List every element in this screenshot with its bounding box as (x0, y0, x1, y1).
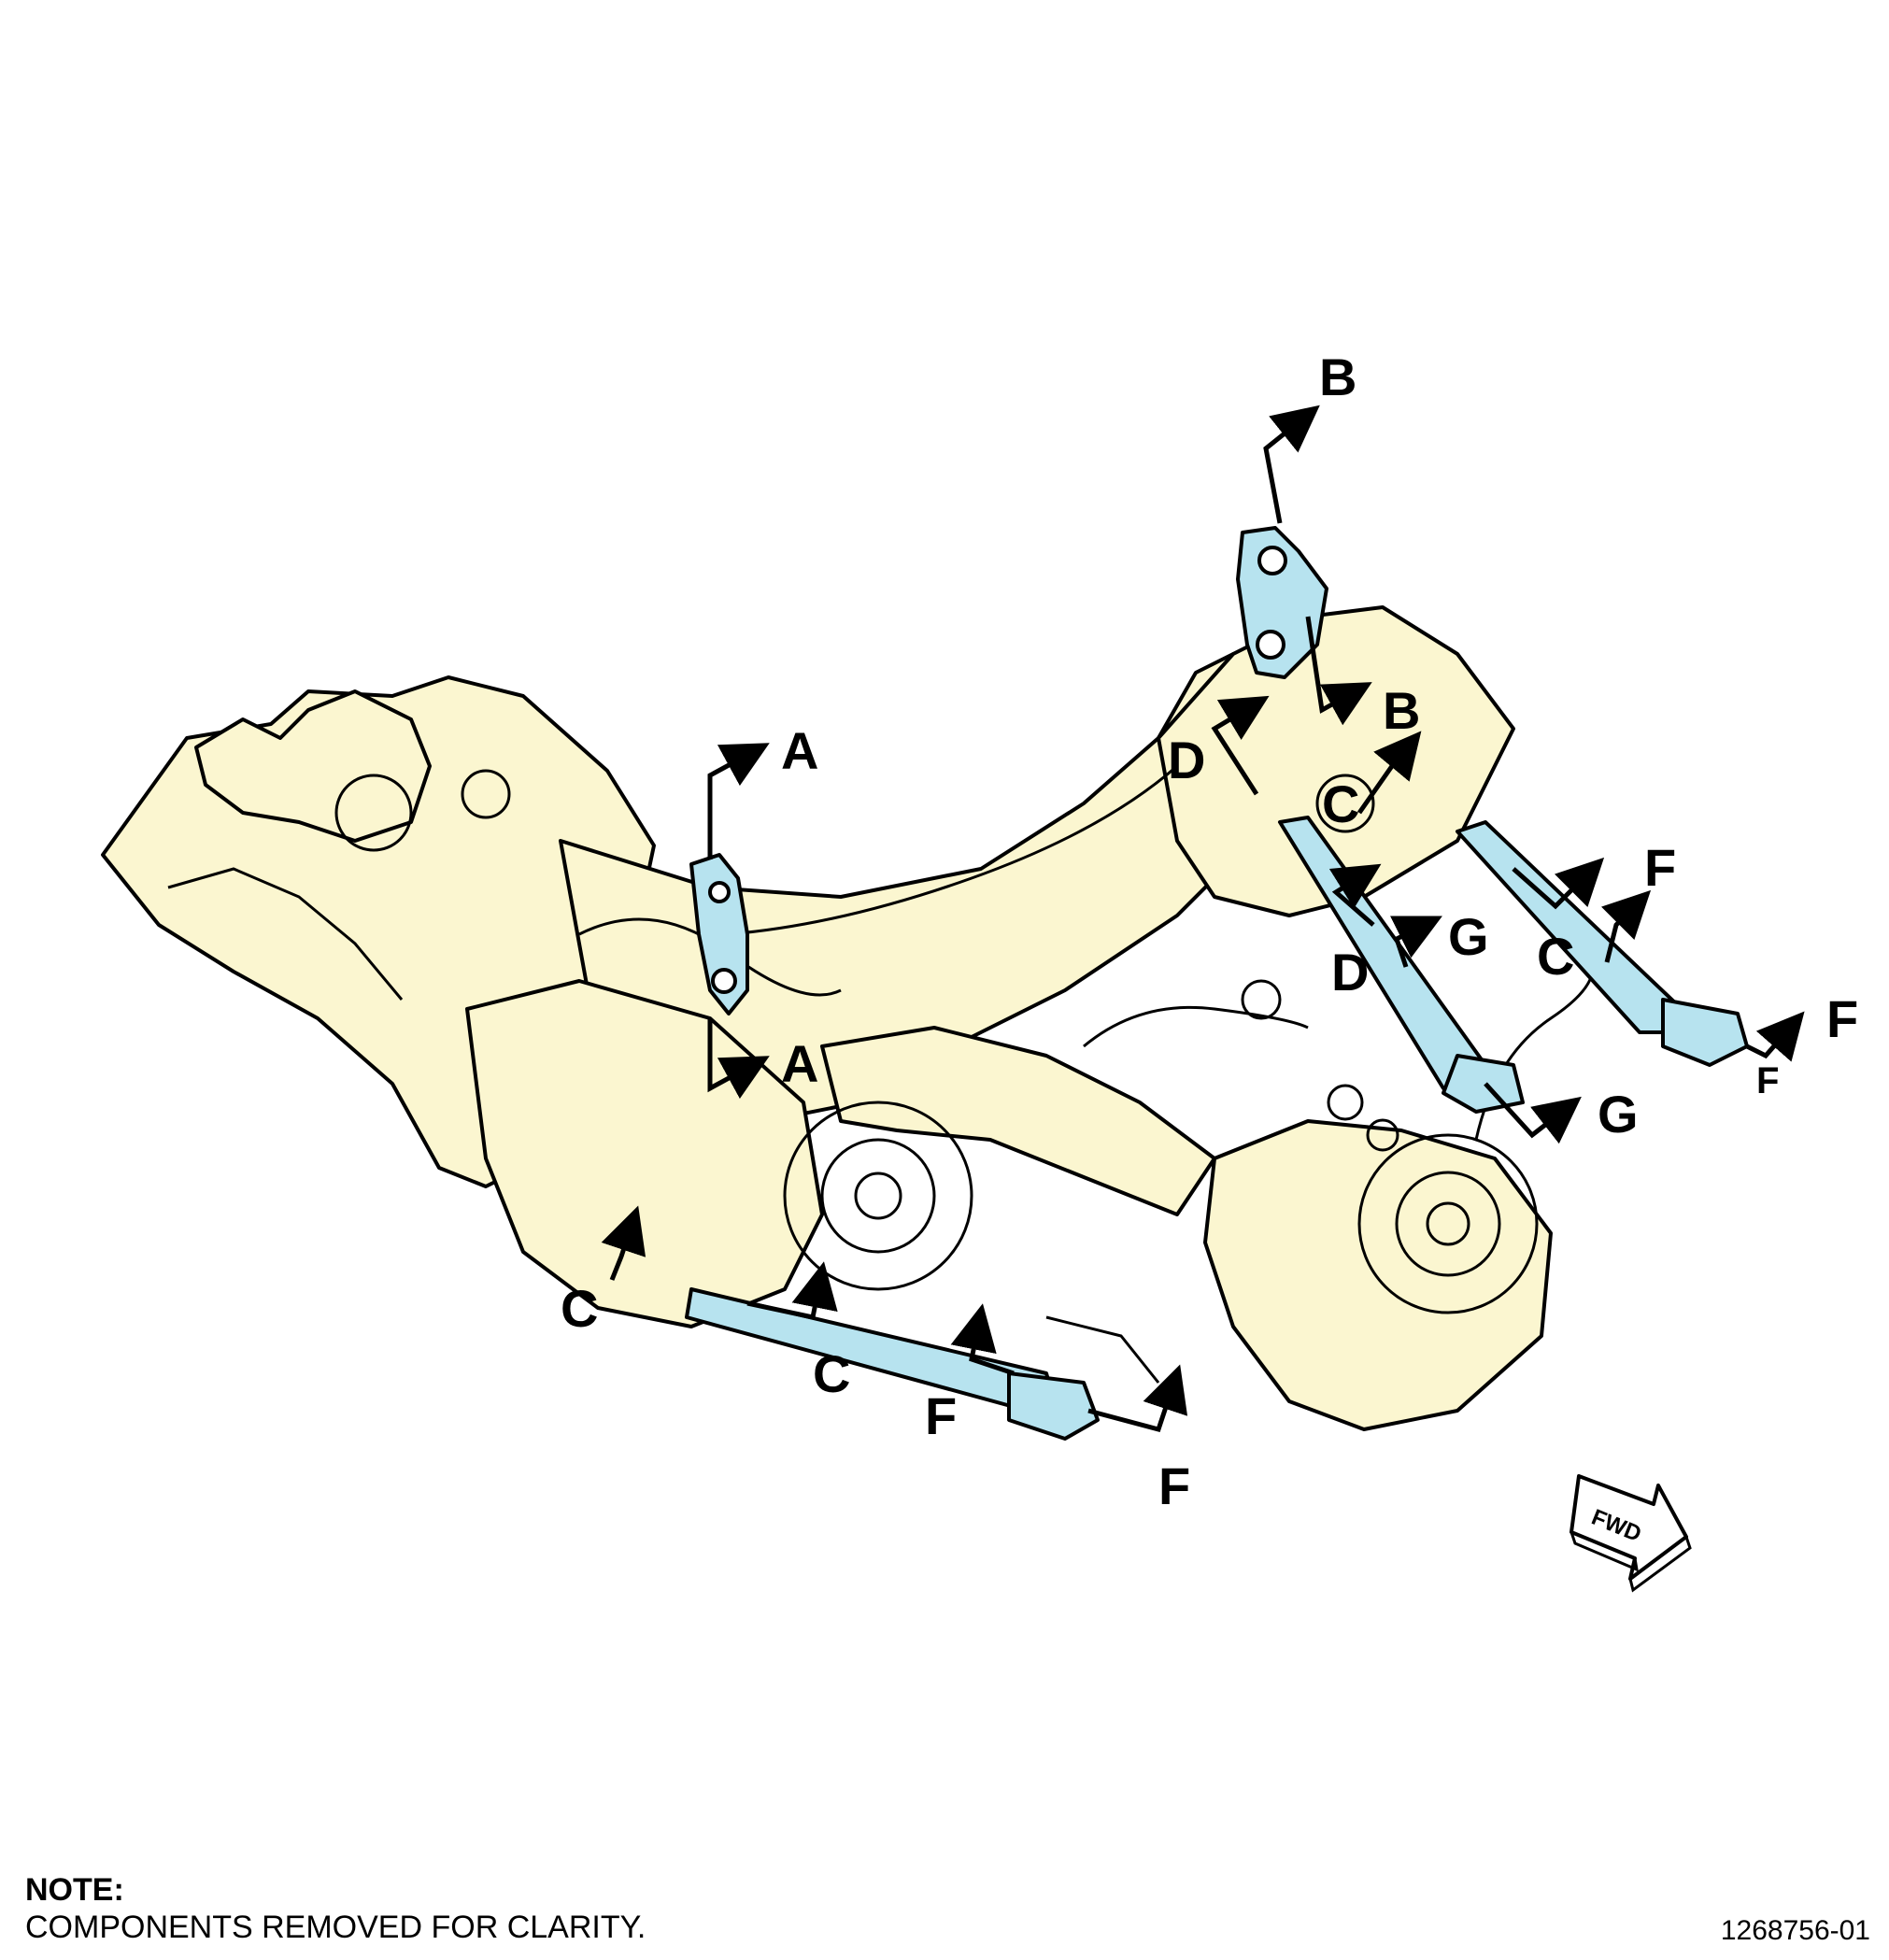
mount-link-a-hole-2 (708, 881, 731, 903)
section-b-upper-cut (1263, 405, 1320, 524)
callout-f-lower: F (1158, 1456, 1190, 1515)
gearbox-edge (167, 867, 404, 1001)
callout-d-upper: D (1168, 731, 1205, 789)
fwd-arrow-depth (1569, 1531, 1692, 1593)
section-cut-lines (601, 405, 1805, 1433)
right-block-port (1315, 774, 1375, 833)
tube-curve (1083, 1005, 1309, 1048)
strut-right-d-g-fitting (1442, 1054, 1525, 1114)
callout-f-right-upper: F (1644, 838, 1676, 897)
left-flange-ring (783, 1101, 973, 1291)
left-gearbox-port-2 (461, 769, 511, 819)
callout-b-mid: B (1383, 681, 1420, 740)
note-block: NOTE: COMPONENTS REMOVED FOR CLARITY. (25, 1871, 646, 1946)
note-text: COMPONENTS REMOVED FOR CLARITY. (25, 1910, 646, 1945)
section-f-right-upper-cut (1601, 889, 1652, 963)
strut-left-c-f (685, 1287, 1058, 1413)
callout-a-top: A (781, 721, 818, 780)
callout-g-lower: G (1598, 1085, 1639, 1143)
section-c-left-cut (601, 1205, 646, 1281)
center-port (1241, 979, 1282, 1020)
callout-f-right-small: F (1756, 1060, 1779, 1101)
section-c-left-lower-cut (746, 1261, 838, 1320)
fwd-direction-arrow: FWD (1569, 1474, 1692, 1593)
callout-labels: A A B B C C C C D D F F F F F G G (561, 348, 1858, 1515)
callout-c-right: C (1537, 927, 1574, 986)
section-a-lower-cut (707, 1018, 770, 1100)
callout-d-lower: D (1331, 943, 1369, 1001)
mount-bracket-b-hole (1257, 546, 1287, 575)
callout-f-lower-left: F (925, 1386, 957, 1445)
right-flange-ring (1357, 1133, 1539, 1314)
assembly-detail-lines (167, 764, 1595, 1384)
right-flange-inner (1395, 1171, 1501, 1277)
engine-assembly (101, 605, 1553, 1431)
right-tube (1474, 952, 1595, 1141)
left-accessory-stack (194, 689, 432, 843)
callout-c-left-lower: C (813, 1344, 850, 1403)
callout-c-left: C (561, 1279, 598, 1338)
callout-g-upper: G (1448, 907, 1489, 966)
callout-c-right-upper: C (1322, 774, 1359, 833)
right-gearbox (1203, 1119, 1553, 1431)
left-flange-inner (820, 1138, 936, 1254)
callout-b-top: B (1319, 348, 1356, 406)
section-d-lower-cut (1328, 863, 1382, 927)
section-f-lower-left-cut (950, 1303, 1015, 1376)
section-c-right-cut (1512, 857, 1605, 910)
center-port-3 (1366, 1118, 1399, 1152)
section-f-lower-cut (1087, 1364, 1188, 1433)
section-b-lower-cut (1305, 616, 1372, 726)
mount-bracket-b-hole-2 (1256, 630, 1285, 660)
section-d-upper-cut (1211, 695, 1270, 796)
callout-f-right: F (1826, 989, 1858, 1048)
strut-left-end-fitting (1007, 1371, 1100, 1441)
left-flange-hub (854, 1172, 902, 1220)
figure-number: 1268756-01 (1720, 1915, 1870, 1946)
deck-curve (728, 764, 1178, 936)
section-g-lower-cut (1484, 1082, 1582, 1144)
lower-bracket (1045, 1315, 1160, 1384)
mount-link-a-hole (711, 968, 737, 994)
callout-a-mid: A (781, 1034, 818, 1093)
highlighted-mounts (685, 526, 1749, 1441)
section-a-upper-cut (707, 743, 770, 859)
section-g-upper-cut (1390, 916, 1442, 968)
strut-right-c-f-fitting (1661, 998, 1749, 1067)
center-port-2 (1327, 1084, 1364, 1121)
section-c-right-upper-cut (1356, 731, 1422, 815)
left-gearbox-port (334, 774, 413, 852)
right-flange-hub (1426, 1201, 1470, 1246)
center-tubing (820, 1026, 1216, 1216)
fwd-arrow-shape (1569, 1474, 1688, 1581)
section-f-right-cut (1745, 1011, 1805, 1062)
note-title: NOTE: (25, 1872, 124, 1908)
